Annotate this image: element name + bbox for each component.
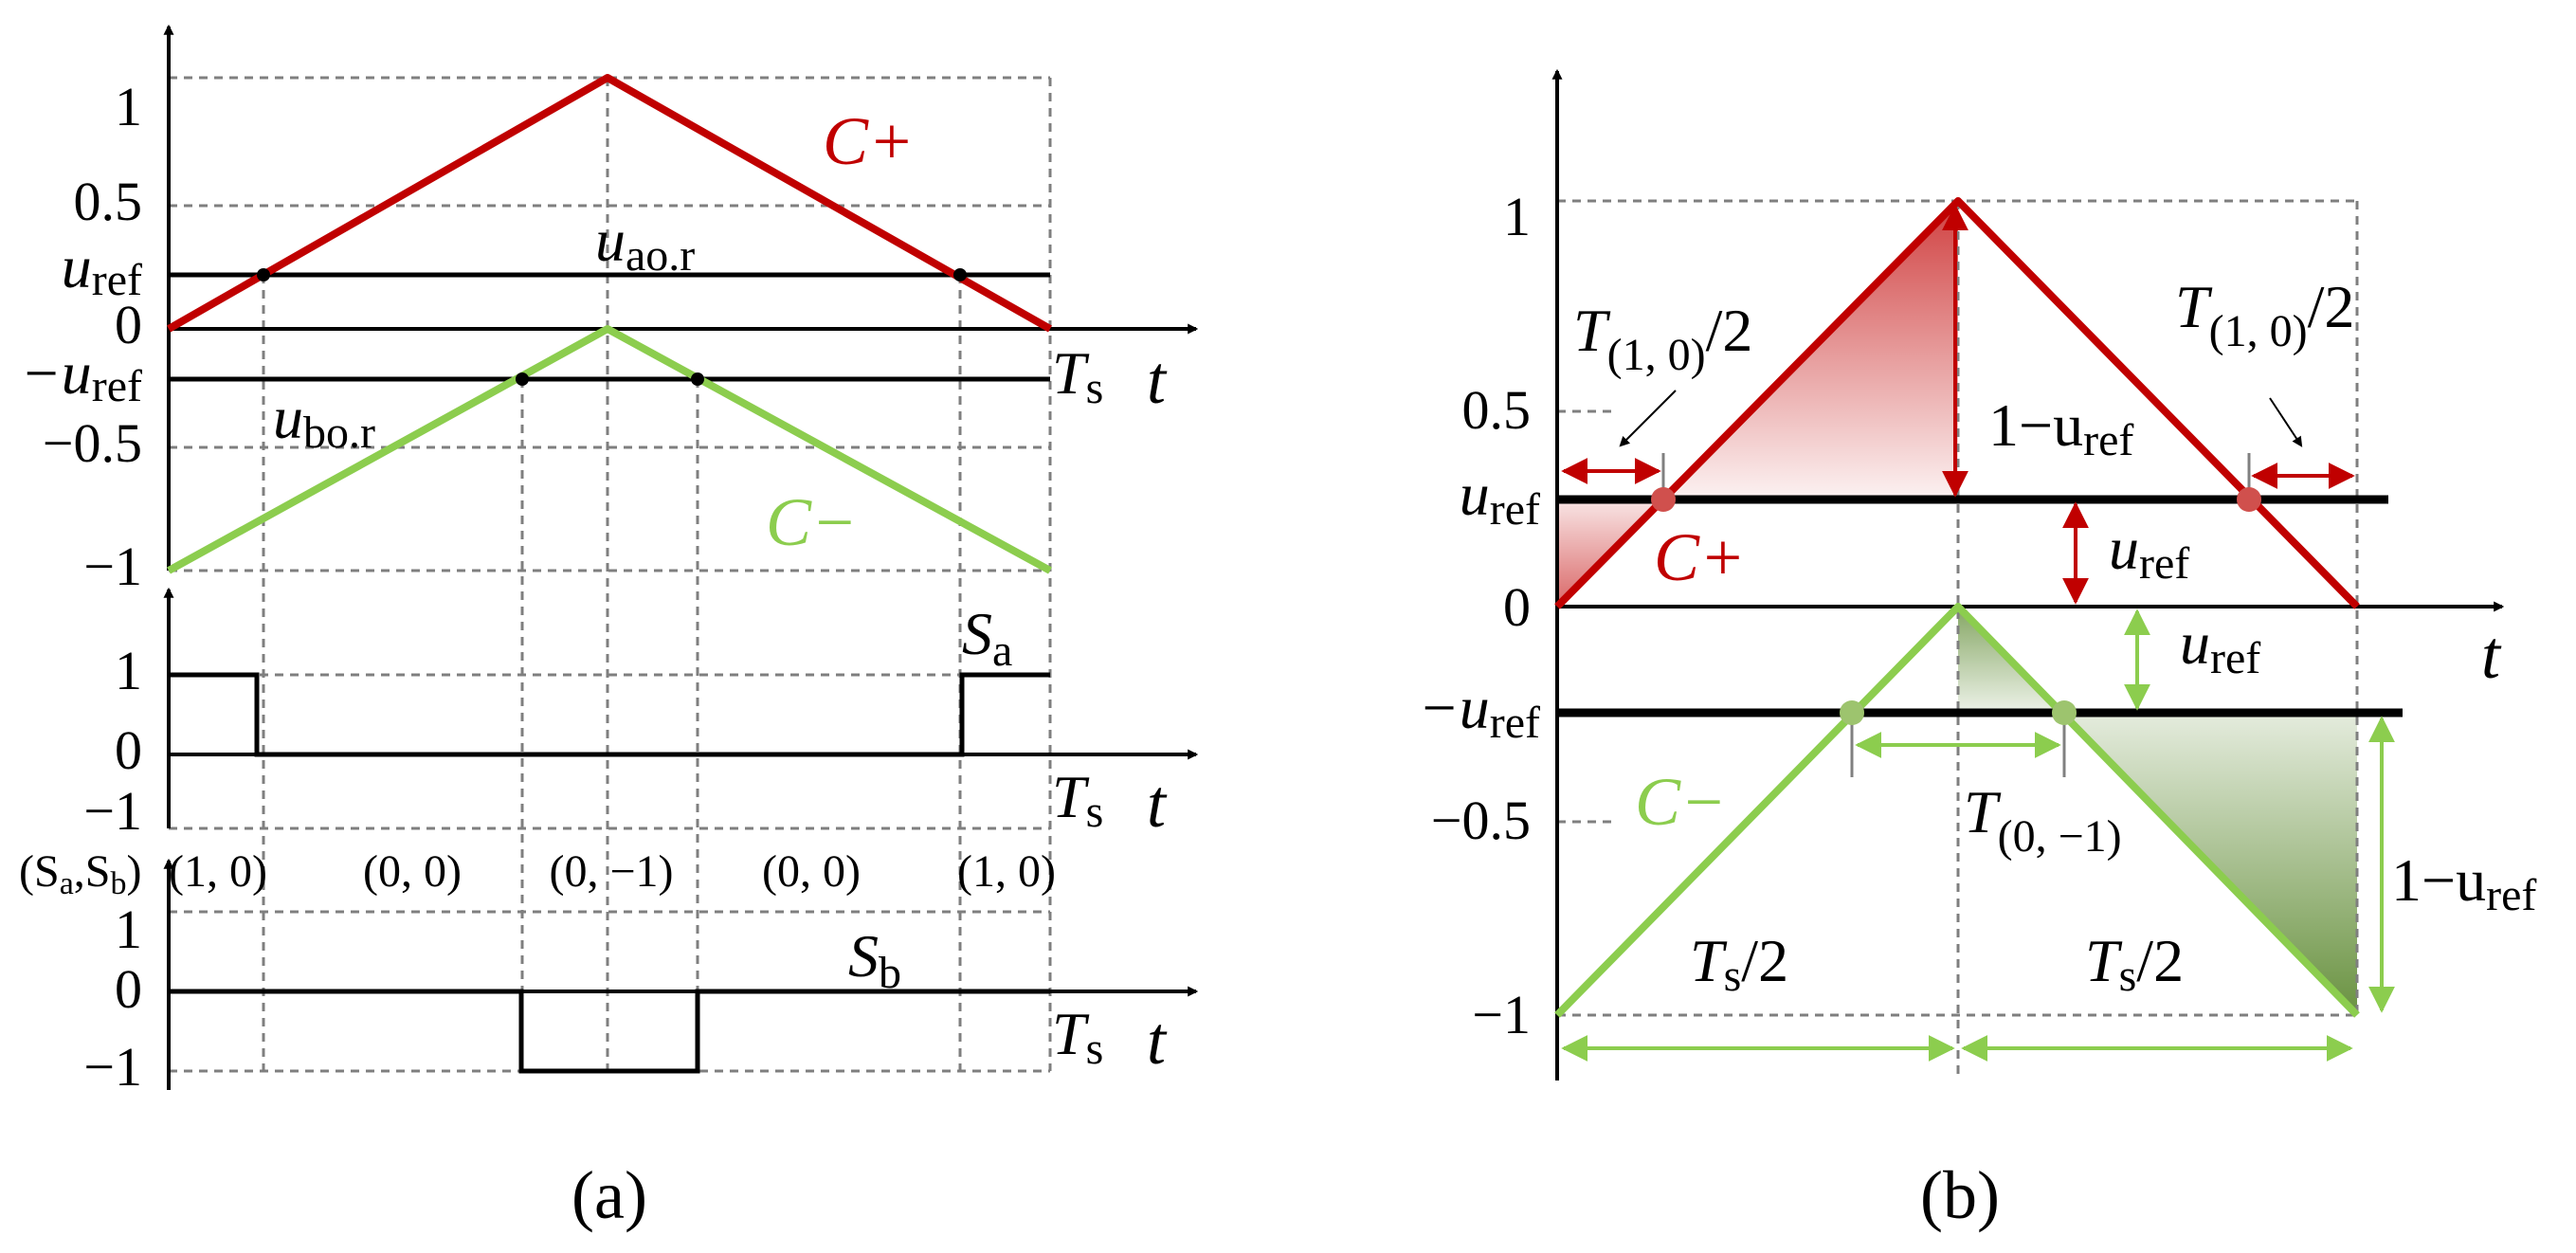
y-tick-label: 0 [115, 719, 142, 781]
panel-a-intersection-dot [953, 268, 967, 281]
state-label: (0, 0) [762, 846, 861, 897]
y-tick-label: −1 [83, 1036, 142, 1098]
state-label: (0, −1) [549, 846, 673, 897]
u-ref-tick-label: uref [62, 233, 142, 305]
y-tick-label: 1 [115, 76, 142, 137]
time-axis-label: t [2481, 617, 2502, 693]
panel-a-intersection-dot [691, 372, 704, 386]
y-tick-label: 1 [1503, 186, 1531, 247]
pointer-arrow [1619, 390, 1677, 447]
panel-a-intersection-dot [257, 268, 270, 281]
panel-a: 1 0.5 0 −0.5 −1 uref −uref C+ C− uao.r u… [19, 24, 1199, 1233]
sb-label: Sb [848, 922, 901, 998]
pointer-arrow [2269, 397, 2303, 447]
state-label: (1, 0) [957, 846, 1056, 897]
panel-a-carrier-positive [167, 74, 1052, 333]
panel-a-carrier-negative [167, 325, 1052, 574]
time-axis-label: t [1147, 766, 1168, 842]
y-tick-label: −0.5 [43, 412, 142, 474]
panel-b-intersection-dot-green [2052, 700, 2077, 725]
period-label: Ts [1052, 763, 1103, 837]
t10-label-left: T(1, 0)/2 [1573, 297, 1752, 380]
uao-label: uao.r [595, 207, 695, 281]
y-tick-label: 1 [115, 899, 142, 960]
y-tick-label: 0.5 [74, 171, 143, 232]
neg-u-ref-tick-label: −uref [21, 339, 142, 411]
time-axis-label: t [1147, 342, 1168, 418]
y-tick-label: 0 [115, 958, 142, 1020]
y-tick-label: −1 [83, 780, 142, 842]
uref-gap-label-green: uref [2180, 609, 2260, 683]
ubo-label: ubo.r [273, 384, 375, 458]
u-ref-tick-label: uref [1460, 461, 1540, 535]
panel-a-caption: (a) [571, 1157, 647, 1233]
panel-b-intersection-dot-green [1840, 700, 1864, 725]
state-label: (0, 0) [363, 846, 462, 897]
y-tick-label: −1 [1472, 984, 1531, 1045]
state-label: (1, 0) [169, 846, 267, 897]
period-label: Ts [1052, 1000, 1103, 1074]
panel-b-intersection-dot-red [2237, 487, 2261, 512]
panel-b-carrier-positive [1554, 197, 2360, 609]
carrier-negative-label: C− [1635, 764, 1727, 840]
y-tick-label: −1 [83, 536, 142, 597]
states-header: (Sa,Sb) [19, 846, 141, 901]
one-minus-uref-label-green: 1−uref [2391, 846, 2536, 920]
y-tick-label: −0.5 [1431, 790, 1531, 851]
neg-u-ref-tick-label: −uref [1419, 674, 1540, 748]
panel-b-intersection-dot-red [1651, 487, 1676, 512]
panel-a-intersection-dot [516, 372, 529, 386]
panel-b: 1 0.5 0 −0.5 −1 uref −uref C+ C− t T(1, … [1419, 68, 2536, 1233]
period-label: Ts [1052, 339, 1103, 413]
sa-signal [169, 672, 1050, 757]
t0m1-label: T(0, −1) [1964, 778, 2122, 862]
half-period-label-right: Ts/2 [2085, 927, 2184, 1001]
sa-label: Sa [962, 600, 1012, 676]
t10-label-right: T(1, 0)/2 [2175, 273, 2354, 356]
panel-b-carrier-negative [1554, 603, 2360, 1018]
y-tick-label: 1 [115, 640, 142, 701]
half-period-label-left: Ts/2 [1690, 927, 1788, 1001]
carrier-positive-label: C+ [1654, 519, 1746, 595]
panel-b-caption: (b) [1920, 1157, 2000, 1233]
carrier-positive-label: C+ [823, 103, 915, 179]
carrier-negative-label: C− [766, 484, 858, 560]
one-minus-uref-label-red: 1−uref [1988, 391, 2133, 465]
sb-signal [169, 989, 1050, 1074]
time-axis-label: t [1147, 1003, 1168, 1079]
y-tick-label: 0 [1503, 576, 1531, 638]
uref-gap-label-red: uref [2109, 515, 2189, 589]
y-tick-label: 0 [115, 294, 142, 355]
y-tick-label: 0.5 [1462, 379, 1532, 441]
